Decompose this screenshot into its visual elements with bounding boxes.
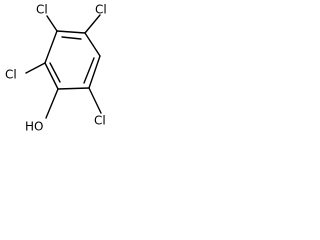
bond-to-cl-top-left bbox=[46, 15, 58, 32]
bond-to-cl-top-right bbox=[84, 14, 101, 34]
bond-to-hydroxyl bbox=[45, 88, 59, 119]
ring-bond-5 bbox=[44, 62, 59, 90]
bond-to-cl-right bbox=[88, 87, 102, 114]
hydroxyl-label: HO bbox=[25, 120, 43, 134]
inner-bond-right bbox=[83, 57, 95, 84]
ring-bond-3 bbox=[88, 55, 101, 89]
molecule-diagram: Cl Cl Cl Cl HO bbox=[0, 0, 144, 155]
inner-bond-top bbox=[61, 36, 82, 40]
structure-svg: Cl Cl Cl Cl HO bbox=[5, 3, 107, 134]
ring-bond-6 bbox=[44, 30, 58, 64]
cl-mid-left-label: Cl bbox=[5, 68, 17, 82]
cl-top-right-label: Cl bbox=[95, 3, 107, 17]
ring-bond-1 bbox=[56, 30, 86, 34]
ring-bond-4 bbox=[57, 87, 90, 90]
inner-bond-left bbox=[49, 62, 61, 83]
bond-to-cl-mid-left bbox=[25, 62, 46, 74]
cl-right-label: Cl bbox=[94, 114, 106, 128]
cl-top-left-label: Cl bbox=[36, 3, 48, 17]
ring-bond-2 bbox=[84, 32, 101, 57]
